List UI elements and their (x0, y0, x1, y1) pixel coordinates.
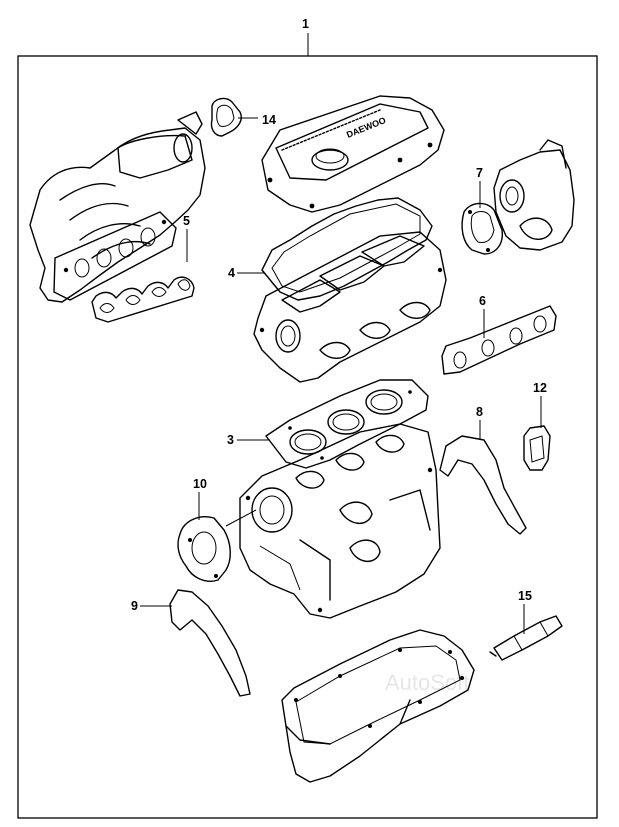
diagram-frame (17, 55, 598, 819)
part-8-timing-cover-gasket (439, 435, 527, 535)
part-12-gasket (523, 425, 551, 471)
part-3-head-gasket (265, 379, 429, 469)
part-10-water-pump-gasket (177, 516, 231, 582)
callout-9: 9 (131, 599, 138, 613)
part-4-valve-cover-gasket (261, 197, 433, 301)
cylinder-head (253, 231, 447, 383)
valve-cover: DAEWOO (261, 95, 445, 213)
part-6-exhaust-gasket (441, 305, 557, 375)
part-5-intake-gasket (91, 276, 195, 323)
callout-6: 6 (479, 294, 486, 308)
watermark: AutoSoft (385, 670, 469, 695)
callout-15: 15 (518, 589, 532, 603)
callout-12: 12 (533, 381, 547, 395)
part-15-sealant-tube (489, 615, 563, 661)
callout-4: 4 (228, 266, 235, 280)
callout-5: 5 (183, 214, 190, 228)
callout-3: 3 (227, 433, 234, 447)
intake-manifold (29, 111, 206, 303)
engine-block (239, 423, 441, 619)
callout-10: 10 (193, 477, 207, 491)
callout-8: 8 (476, 405, 483, 419)
part-14-gasket (210, 97, 242, 137)
callout-7: 7 (476, 166, 483, 180)
leader-10b (225, 509, 257, 527)
valve-cover-brand-text: DAEWOO (345, 115, 387, 140)
oil-pan (281, 629, 475, 783)
callout-1: 1 (302, 17, 309, 31)
callout-14: 14 (262, 113, 276, 127)
part-7-thermostat-housing (461, 139, 575, 255)
part-9-rear-cover-gasket (169, 589, 251, 697)
